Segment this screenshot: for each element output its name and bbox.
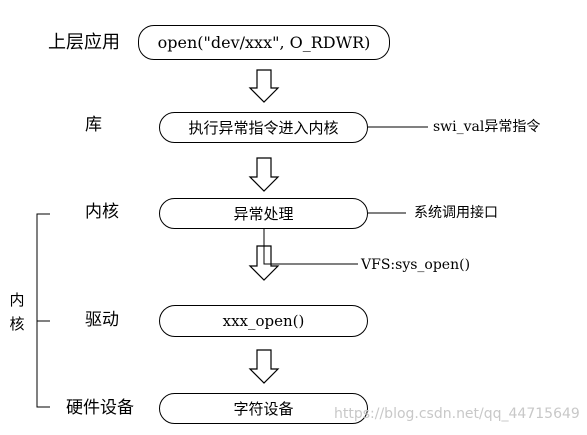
- kernel-side-label: 内 核: [9, 288, 25, 336]
- box-exception-instruction: 执行异常指令进入内核: [159, 112, 368, 143]
- box-char-device: 字符设备: [159, 393, 368, 424]
- note-vfs: VFS:sys_open(): [361, 257, 471, 273]
- kernel-side-char-1: 内: [9, 291, 25, 309]
- box-exception-handling: 异常处理: [159, 198, 368, 229]
- note-swi: swi_val异常指令: [433, 119, 541, 135]
- layer-label-driver: 驱动: [85, 310, 119, 330]
- layer-label-library: 库: [85, 115, 102, 135]
- note-syscall-interface: 系统调用接口: [414, 205, 498, 221]
- vfs-leader: [263, 229, 358, 265]
- down-arrow: [248, 157, 280, 192]
- down-arrow: [248, 349, 280, 384]
- layer-label-kernel: 内核: [85, 202, 119, 222]
- box-open-call: open("dev/xxx", O_RDWR): [138, 25, 390, 60]
- box-xxx-open: xxx_open(): [159, 305, 368, 337]
- layer-label-hardware: 硬件设备: [66, 398, 134, 418]
- kernel-side-char-2: 核: [9, 315, 25, 333]
- down-arrow: [248, 69, 280, 103]
- layer-label-app: 上层应用: [48, 32, 120, 53]
- watermark: https://blog.csdn.net/qq_44715649: [334, 406, 580, 422]
- kernel-bracket: [36, 213, 50, 408]
